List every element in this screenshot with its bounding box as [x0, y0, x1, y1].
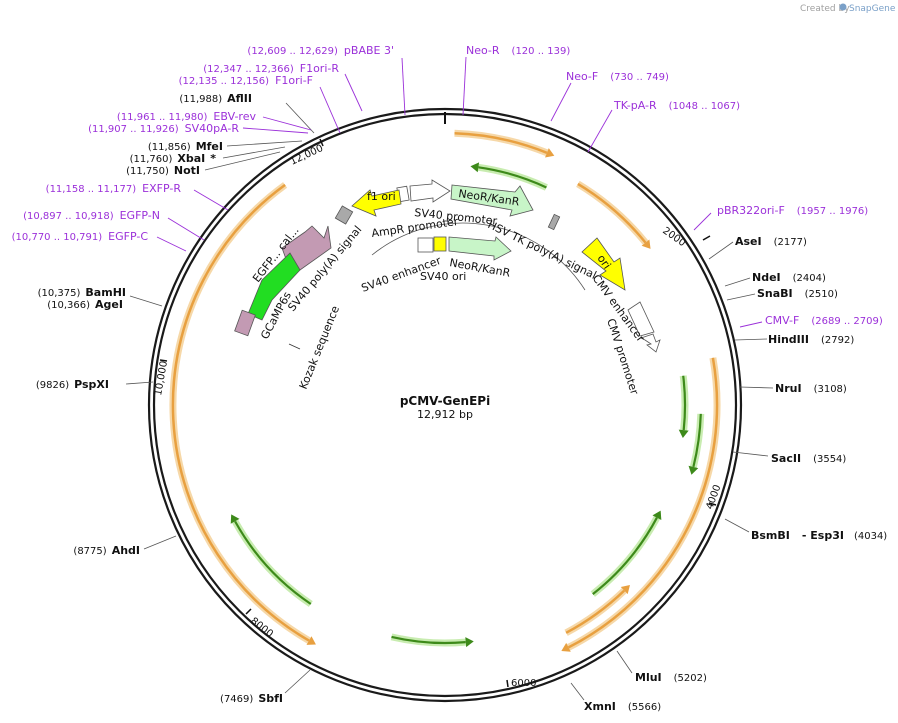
snapgene-brand-text: SnapGene — [849, 4, 896, 14]
tick-label-12000: 12,000 — [289, 143, 325, 168]
cmv-promoter-arrow — [639, 333, 661, 353]
neo-kan-arrow-2 — [448, 236, 512, 261]
enzyme-xmnI[interactable]: XmnI(5566) — [584, 700, 661, 713]
primer-sv40paR[interactable]: (11,907 .. 11,926)SV40pA-R — [88, 122, 239, 135]
enzyme-labels: (11,988)AflII (11,856)MfeI (11,760)XbaI*… — [36, 92, 887, 713]
inner-connector-arc — [371, 222, 586, 291]
tick-label-6000: 6000 — [511, 678, 536, 689]
orf-arc-lower-right-head — [620, 585, 630, 595]
tick-2000 — [702, 235, 711, 241]
enzyme-mfeI[interactable]: (11,856)MfeI — [148, 140, 223, 153]
green-arrow-right-b-head — [688, 465, 699, 475]
green-arrow-lower-right — [592, 517, 658, 595]
tick-6000 — [506, 679, 509, 688]
orf-arc-top-head — [545, 148, 555, 158]
primer-egfpC[interactable]: (10,770 .. 10,791)EGFP-C — [12, 230, 149, 243]
tick-10000 — [159, 359, 168, 362]
orf-arc-left-head — [306, 636, 316, 645]
tick-4000 — [708, 502, 717, 506]
green-arrow-bottom — [391, 635, 466, 645]
enzyme-bamHI[interactable]: (10,375)BamHI — [38, 286, 126, 299]
f1-ori-arrow — [351, 189, 402, 217]
plasmid-name: pCMV-GenEPi — [400, 394, 490, 408]
sv40-enhancer-block — [417, 237, 434, 253]
primer-neoR[interactable]: Neo-R(120 .. 139) — [466, 44, 570, 57]
enzyme-sbfI[interactable]: (7469)SbfI — [220, 692, 283, 705]
green-arrow-top — [478, 166, 547, 189]
primer-tkpaR[interactable]: TK-pA-R(1048 .. 1067) — [613, 99, 740, 112]
backbone-outer — [147, 107, 743, 703]
orf-arc-right-head — [561, 642, 571, 652]
primer-leaders — [156, 56, 763, 328]
green-arrow-top-glow — [477, 163, 548, 191]
enzyme-aflII[interactable]: (11,988)AflII — [179, 92, 252, 105]
primer-pbr322[interactable]: pBR322ori-F(1957 .. 1976) — [717, 204, 868, 217]
enzyme-sacII[interactable]: SacII(3554) — [771, 452, 846, 465]
m13-block — [234, 309, 256, 337]
tick-12000 — [319, 138, 324, 147]
green-arrow-right-b — [692, 413, 702, 468]
cmv-enhancer-block — [627, 301, 655, 337]
grey-block-left — [334, 205, 354, 225]
enzyme-leaders — [125, 102, 774, 701]
green-arrow-bottom-head — [465, 637, 474, 648]
primer-labels: (12,609 .. 12,629)pBABE 3' (12,347 .. 12… — [12, 44, 883, 327]
primer-pbabe3[interactable]: (12,609 .. 12,629)pBABE 3' — [247, 44, 394, 57]
enzyme-bsmBI[interactable]: BsmBI- Esp3I(4034) — [751, 529, 887, 542]
enzyme-mluI[interactable]: MluI(5202) — [635, 671, 707, 684]
created-by-text: Created by — [800, 4, 850, 14]
enzyme-ahdI[interactable]: (8775)AhdI — [73, 544, 140, 557]
primer-ebvrev[interactable]: (11,961 .. 11,980)EBV-rev — [117, 110, 257, 123]
enzyme-aseI[interactable]: AseI(2177) — [735, 235, 807, 248]
ori-arrow — [581, 237, 626, 291]
orf-arc-upper-right-glow — [576, 180, 649, 245]
green-arrow-right-a-head — [678, 429, 689, 439]
green-arrow-lower-left — [234, 520, 312, 605]
primer-f1oriR[interactable]: (12,347 .. 12,366)F1ori-R — [203, 62, 339, 75]
orf-arc-upper-right — [577, 182, 647, 244]
orf-arc-right-glow — [566, 357, 721, 651]
primer-cmvF[interactable]: CMV-F(2689 .. 2709) — [765, 314, 883, 327]
orf-arc-top — [454, 131, 548, 154]
enzyme-ndeI[interactable]: NdeI(2404) — [752, 271, 826, 284]
primer-exfpR[interactable]: (11,158 .. 11,177)EXFP-R — [46, 182, 182, 195]
primer-f1oriF[interactable]: (12,135 .. 12,156)F1ori-F — [179, 74, 313, 87]
grey-block-right — [547, 213, 561, 231]
tick-8000 — [245, 608, 252, 615]
orf-arc-top-glow — [454, 129, 549, 157]
orf-arc-lower-right — [565, 589, 626, 634]
primer-egfpN[interactable]: (10,897 .. 10,918)EGFP-N — [23, 209, 160, 222]
orf-arc-right — [567, 357, 719, 649]
orf-arcs — [169, 129, 721, 652]
enzyme-notI[interactable]: (11,750)NotI — [126, 164, 200, 177]
enzyme-hindIII[interactable]: HindIII(2792) — [768, 333, 854, 346]
sv40-ori-block — [433, 236, 447, 252]
green-arrow-right-a — [682, 375, 687, 431]
plasmid-length: 12,912 bp — [417, 408, 473, 421]
kozak-tick — [288, 343, 301, 350]
green-arrow-lower-left-head — [230, 514, 240, 524]
orf-arc-left — [171, 183, 310, 642]
orf-arc-upper-right-head — [641, 239, 651, 249]
sv40-promoter-arrow — [409, 179, 451, 203]
kozak-label: Kozak sequence — [297, 304, 342, 391]
primer-neoF[interactable]: Neo-F(730 .. 749) — [566, 70, 669, 83]
enzyme-nruI[interactable]: NruI(3108) — [775, 382, 847, 395]
inner-features: NeoR/KanR ori EGFP... cal... — [234, 179, 661, 353]
neo-kan-arrow-1 — [450, 184, 534, 217]
enzyme-ageI[interactable]: (10,366)AgeI — [47, 298, 123, 311]
enzyme-pspXI[interactable]: (9826)PspXI — [36, 378, 109, 391]
green-arrow-lower-right-head — [652, 510, 662, 521]
green-arrow-top-head — [470, 162, 480, 173]
f1-ori-label: f1 ori — [367, 190, 396, 203]
enzyme-xbaI[interactable]: (11,760)XbaI* — [130, 152, 217, 165]
enzyme-snaBI[interactable]: SnaBI(2510) — [757, 287, 838, 300]
sv40-ori-label: SV40 ori — [420, 270, 466, 283]
orf-arc-lower-right-glow — [564, 588, 627, 636]
snapgene-logo-icon — [839, 3, 847, 11]
